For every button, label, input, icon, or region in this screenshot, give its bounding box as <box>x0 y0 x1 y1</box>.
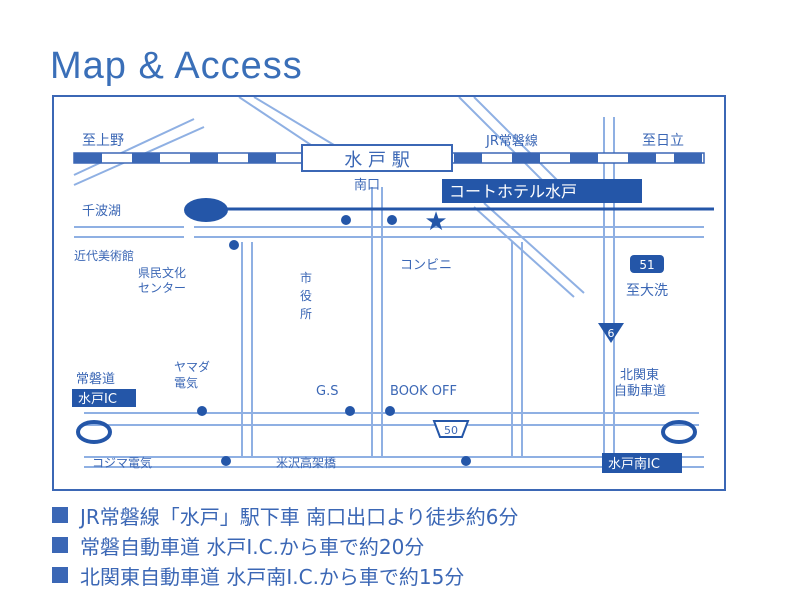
station-box <box>301 144 453 172</box>
map-canvas: 水 戸 駅 南口 至上野 JR常磐線 至日立 コートホテル水戸 ★ 千波湖 近代… <box>72 97 714 473</box>
legend-square-icon <box>52 567 68 583</box>
legend-square-icon <box>52 537 68 553</box>
legend-item-kitakanto: 北関東自動車道 水戸南I.C.から車で約15分 <box>52 560 732 590</box>
route-50-label: 50 <box>444 424 458 437</box>
legend-text: JR常磐線「水戸」駅下車 南口出口より徒歩約6分 <box>80 504 519 529</box>
modern-art-label: 近代美術館 <box>74 248 134 263</box>
mito-ic-interchange <box>76 420 112 444</box>
city-hall-label-3: 所 <box>300 307 312 321</box>
mito-minami-ic-interchange <box>661 420 697 444</box>
city-hall-label-2: 役 <box>300 288 312 303</box>
jr-joban-label: JR常磐線 <box>485 133 538 149</box>
legend-item-joban: 常磐自動車道 水戸I.C.から車で約20分 <box>52 530 732 560</box>
landmark-dots <box>197 215 471 466</box>
to-ueno-label: 至上野 <box>82 133 124 149</box>
culture-center-label-2: センター <box>138 281 186 295</box>
yamada-label-1: ヤマダ <box>174 359 210 374</box>
south-exit-label: 南口 <box>354 177 380 193</box>
access-legend: JR常磐線「水戸」駅下車 南口出口より徒歩約6分 常磐自動車道 水戸I.C.から… <box>52 500 732 590</box>
access-map: 水 戸 駅 南口 至上野 JR常磐線 至日立 コートホテル水戸 ★ 千波湖 近代… <box>52 95 726 491</box>
mito-ic-box <box>72 389 136 407</box>
roads <box>73 97 704 468</box>
route-6-label: 6 <box>608 327 615 340</box>
hotel-label: コートホテル水戸 <box>449 182 577 201</box>
station-label: 水 戸 駅 <box>344 150 409 171</box>
city-hall-label-1: 市 <box>300 270 312 285</box>
kita-kanto-label-1: 北関東 <box>620 367 659 383</box>
joban-road-label: 常磐道 <box>76 372 115 387</box>
gs-label: G.S <box>316 384 338 399</box>
culture-center-label-1: 県民文化 <box>138 265 186 280</box>
mito-minami-ic-label: 水戸南IC <box>608 456 660 472</box>
hotel-star-icon: ★ <box>424 207 447 237</box>
kita-kanto-label-2: 自動車道 <box>614 384 666 399</box>
senba-lake-shape <box>184 198 228 222</box>
legend-square-icon <box>52 507 68 523</box>
to-hitachi-label: 至日立 <box>642 133 684 149</box>
route-50-icon <box>432 420 470 438</box>
hotel-box <box>442 179 642 203</box>
route-51-icon <box>630 255 664 273</box>
mito-minami-ic-box <box>602 453 682 473</box>
legend-text: 常磐自動車道 水戸I.C.から車で約20分 <box>80 534 425 559</box>
mito-ic-label: 水戸IC <box>78 392 117 407</box>
route-6-icon <box>598 323 624 343</box>
legend-text: 北関東自動車道 水戸南I.C.から車で約15分 <box>80 564 465 589</box>
senba-lake-label: 千波湖 <box>82 204 121 219</box>
legend-item-train: JR常磐線「水戸」駅下車 南口出口より徒歩約6分 <box>52 500 732 530</box>
yamada-label-2: 電気 <box>174 375 198 390</box>
book-off-label: BOOK OFF <box>390 384 457 399</box>
kojima-label: コジマ電気 <box>92 455 152 470</box>
route-51-label: 51 <box>639 258 654 272</box>
yonezawa-label: 米沢高架橋 <box>276 455 336 470</box>
page-title: Map & Access <box>50 45 303 87</box>
to-oarai-label: 至大洗 <box>626 283 668 299</box>
conbini-label: コンビニ <box>400 258 452 273</box>
